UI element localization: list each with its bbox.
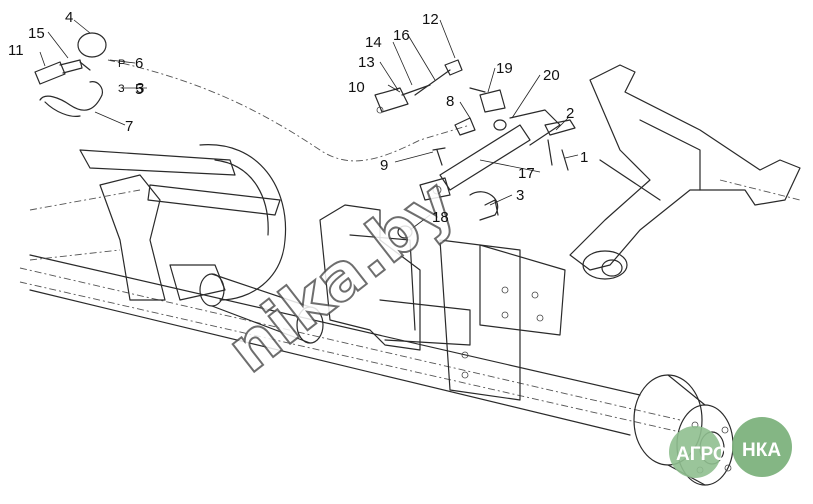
- callout-13: 13: [358, 54, 375, 71]
- callout-20: 20: [543, 67, 560, 84]
- svg-text:НКА: НКА: [742, 440, 781, 461]
- callout-10: 10: [348, 79, 365, 96]
- callout-7: 7: [125, 118, 133, 135]
- mark-p: Р: [118, 58, 125, 70]
- callout-5: 5: [135, 81, 143, 98]
- agronka-logo: АГРО НКА: [669, 417, 792, 478]
- axle: [19, 254, 734, 486]
- callout-12: 12: [422, 11, 439, 28]
- callouts: 1 2 3 3 4 5 6 7 8 9 10 11 12 13 14 15 16…: [8, 9, 588, 226]
- mark-z: З: [118, 83, 125, 95]
- svg-text:nika.by: nika.by: [214, 166, 468, 388]
- hydraulic-cylinder: [419, 109, 576, 221]
- svg-text:АГРО: АГРО: [676, 444, 728, 465]
- callout-11: 11: [8, 42, 24, 59]
- callout-17: 17: [518, 165, 535, 182]
- callout-16: 16: [393, 27, 410, 44]
- callout-8: 8: [446, 93, 454, 110]
- callout-3b: 3: [136, 80, 144, 97]
- callout-6: 6: [135, 55, 143, 72]
- watermark: nika.by: [213, 165, 469, 389]
- hose-line: [107, 59, 471, 162]
- callout-3a: 3: [516, 187, 524, 204]
- central-bracket: [319, 204, 566, 401]
- callout-14: 14: [365, 34, 382, 51]
- fittings: [34, 32, 569, 239]
- callout-2: 2: [566, 105, 574, 122]
- callout-4: 4: [65, 9, 73, 26]
- left-frame: [29, 144, 324, 344]
- suspension-arm: [569, 64, 801, 280]
- callout-19: 19: [496, 60, 513, 77]
- callout-9: 9: [380, 157, 388, 174]
- callout-18: 18: [432, 209, 449, 226]
- leader-lines: [39, 19, 579, 231]
- callout-15: 15: [28, 25, 45, 42]
- callout-1: 1: [580, 149, 588, 166]
